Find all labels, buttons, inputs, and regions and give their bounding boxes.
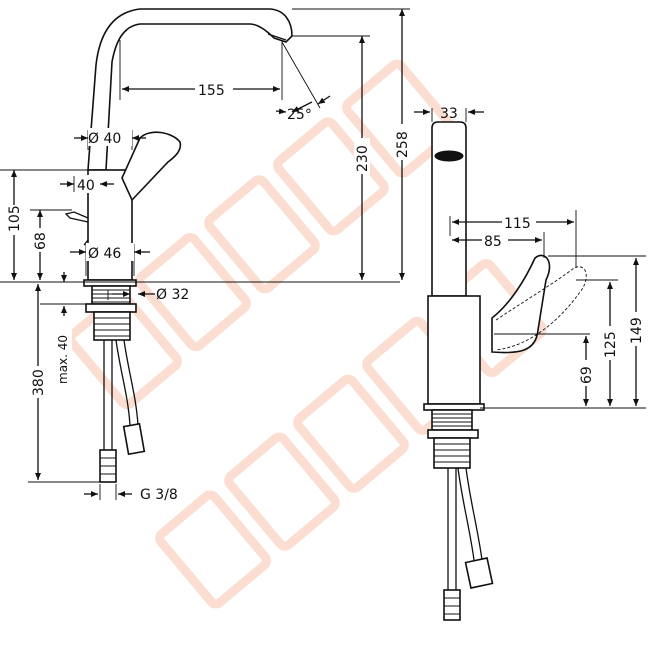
side-nut [431,409,473,431]
dim-33: 33 [440,106,458,122]
dim-40: 40 [77,178,95,194]
fitting-hex-left [100,457,116,475]
pop-up-rod-stem [83,239,89,246]
side-shank-thread [434,443,470,463]
dim-thread: G 3/8 [140,487,178,503]
side-lever [491,254,551,354]
hose-right [115,339,139,426]
dim-115: 115 [504,216,531,232]
side-aerator [434,150,464,162]
dim-155: 155 [198,83,225,99]
dim-230: 230 [355,145,371,172]
hose-fitting-right [122,422,146,456]
dim-125: 125 [603,331,619,358]
shank-thread [94,317,130,337]
side-base [423,403,485,411]
washer [85,303,137,313]
side-lever-alt [495,266,587,351]
hose-left [103,340,113,450]
side-body [427,295,481,405]
side-hose-right [457,467,483,561]
dim-diameter-32: Ø 32 [156,287,189,303]
side-fitting-left [443,589,461,621]
dim-max-40: max. 40 [56,335,70,384]
side-washer [427,429,479,439]
side-nut-thread [432,413,472,427]
dim-25deg: 25° [287,107,312,123]
mounting-nut [91,285,131,305]
spout [87,8,293,171]
thread-shank [93,311,131,341]
dim-diameter-40: Ø 40 [88,131,121,147]
dim-105: 105 [7,205,23,232]
pop-up-rod [64,211,89,223]
dim-69: 69 [579,366,595,384]
side-fitting-right [464,557,494,589]
side-shank [433,437,471,469]
side-hose-left [447,468,457,590]
side-spout [431,121,467,297]
aerator-icon [267,33,287,41]
dim-diameter-46: Ø 46 [88,246,121,262]
nut-thread [92,289,130,303]
base-ring [83,279,137,287]
side-view: 33 115 85 149 125 69 [414,106,646,621]
dim-380: 380 [31,369,47,396]
lever-handle [121,131,182,202]
dim-258: 258 [395,131,411,158]
dim-68: 68 [33,232,49,250]
dim-85: 85 [484,234,502,250]
dim-149: 149 [629,317,645,344]
front-view: 155 25° 230 258 Ø 40 40 105 [0,8,411,503]
